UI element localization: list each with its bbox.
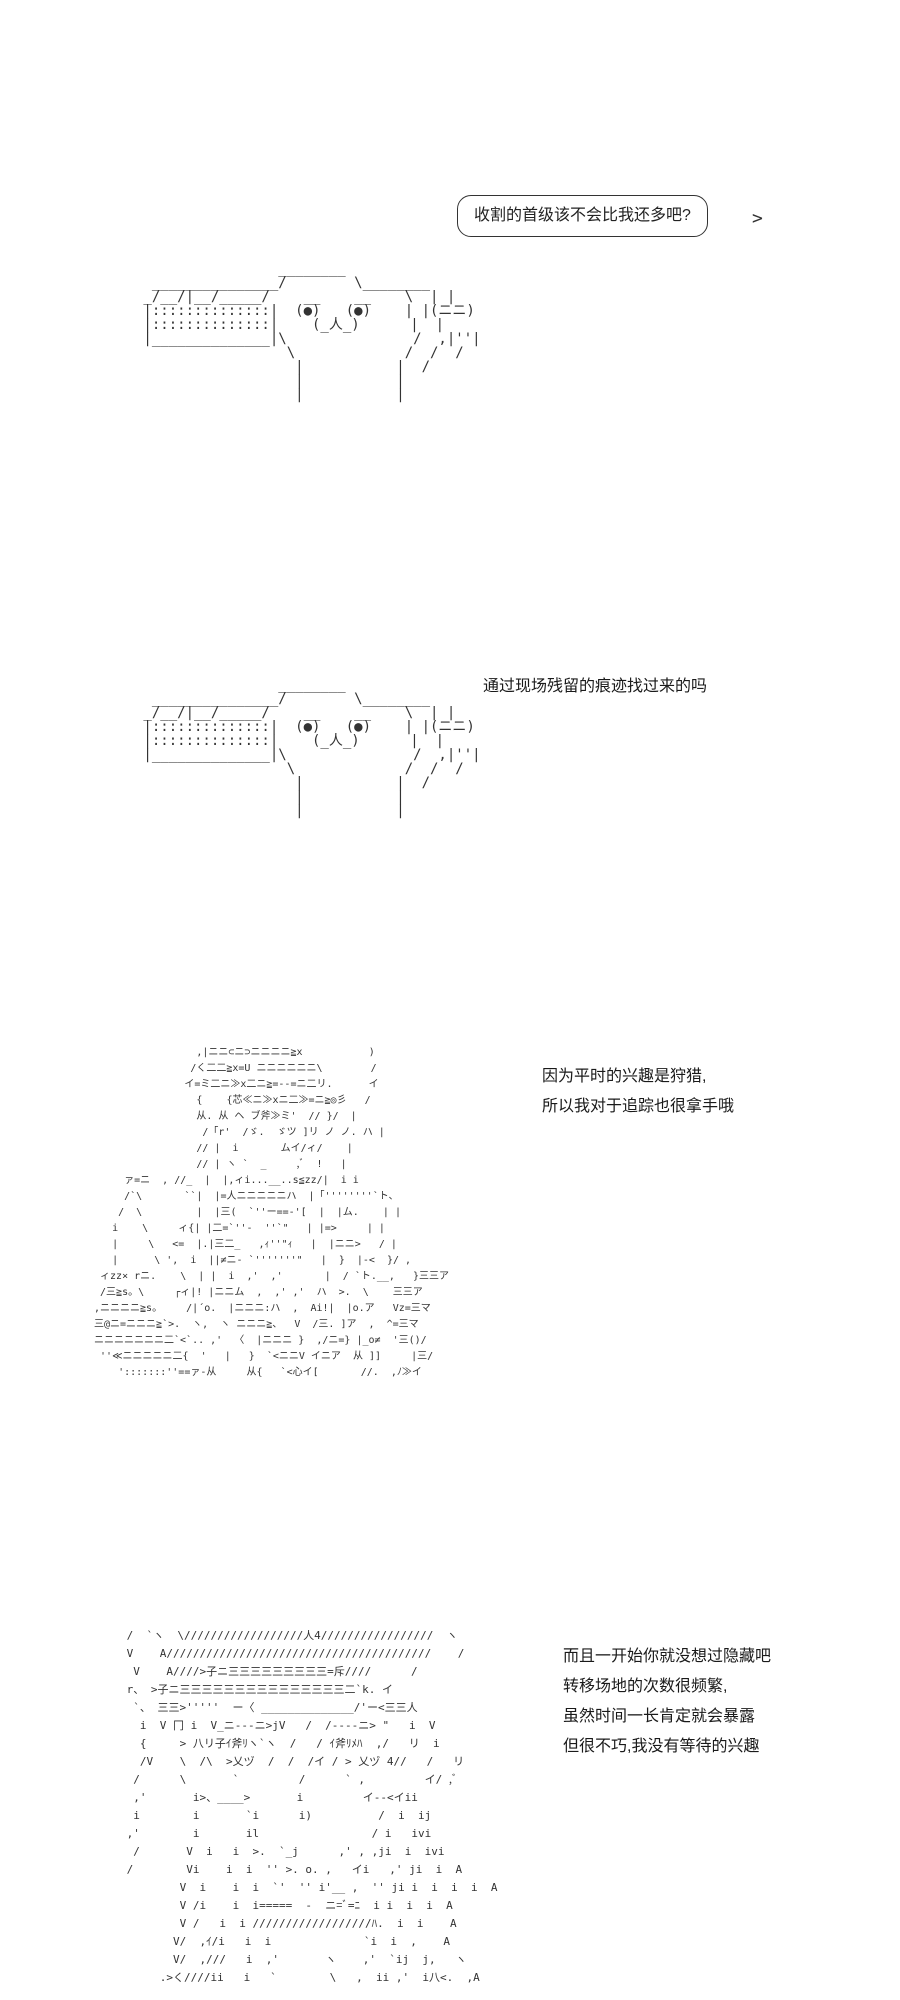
panel-1: ________ _______________/ \________ _/__…	[0, 0, 900, 450]
ascii-art-character: ________ _______________/ \________ _/__…	[143, 261, 481, 403]
panel-4: / `ヽ \//////////////////人4//////////////…	[0, 1450, 900, 2000]
narration-line: 而且一开始你就没想过隐藏吧	[563, 1648, 772, 1665]
narration-line: 虽然时间一长肯定就会暴露	[563, 1708, 756, 1725]
speech-text: 收割的首级该不会比我还多吧?	[474, 207, 691, 224]
narration-line: 但很不巧,我没有等待的兴趣	[563, 1738, 760, 1755]
speech-bubble-tail: >	[752, 208, 763, 229]
ascii-art-character: / `ヽ \//////////////////人4//////////////…	[126, 1629, 498, 1984]
narration-text: 而且一开始你就没想过隐藏吧转移场地的次数很频繁, 虽然时间一长肯定就会暴露但很不巧…	[563, 1642, 771, 1762]
narration-text: 通过现场残留的痕迹找过来的吗	[483, 672, 707, 702]
ascii-art-character: ________ _______________/ \________ _/__…	[143, 677, 481, 819]
narration-line: 转移场地的次数很频繁,	[563, 1678, 728, 1695]
narration-line: 通过现场残留的痕迹找过来的吗	[483, 678, 708, 695]
narration-line: 因为平时的兴趣是狩猎,	[542, 1068, 707, 1085]
speech-bubble: 收割的首级该不会比我还多吧?	[457, 195, 708, 237]
panel-2: ________ _______________/ \________ _/__…	[0, 450, 900, 950]
panel-3: ,|ニニ⊂ニ⊃ニニニニ≧x ) /く二二≧x=U ニニニニニニ\ / イ=ミ二ニ…	[0, 950, 900, 1450]
narration-text: 因为平时的兴趣是狩猎, 所以我对于追踪也很拿手哦	[542, 1062, 734, 1122]
narration-line: 所以我对于追踪也很拿手哦	[542, 1098, 735, 1115]
ascii-art-character: ,|ニニ⊂ニ⊃ニニニニ≧x ) /く二二≧x=U ニニニニニニ\ / イ=ミ二ニ…	[94, 1047, 450, 1378]
